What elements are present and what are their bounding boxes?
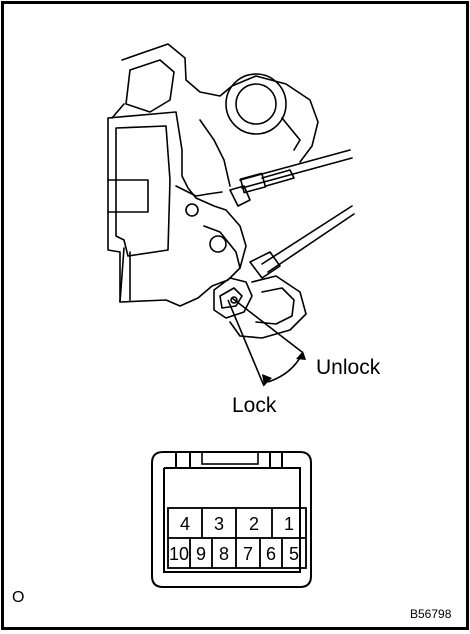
pin-label: 8 [219,544,229,564]
terminal-grid [167,507,307,569]
pin-label: 4 [180,514,190,534]
pin-label: 7 [243,544,253,564]
pin-label: 6 [266,544,276,564]
figure-code: B56798 [410,607,452,621]
pin-label: 3 [214,514,224,534]
pin-label: 2 [249,514,259,534]
arrow-head-unlock [296,351,306,360]
pin-label: 9 [196,544,206,564]
arrow-head-lock [262,374,272,386]
pin-label: 10 [169,544,189,564]
lock-direction-lines [227,297,303,387]
terminal-cell [281,537,307,569]
corner-mark: O [12,589,25,606]
pin-label: 5 [289,544,299,564]
door-lock-assembly [107,43,355,339]
pin-label: 1 [284,514,294,534]
unlock-label: Unlock [316,356,381,379]
lock-label: Lock [232,394,277,417]
